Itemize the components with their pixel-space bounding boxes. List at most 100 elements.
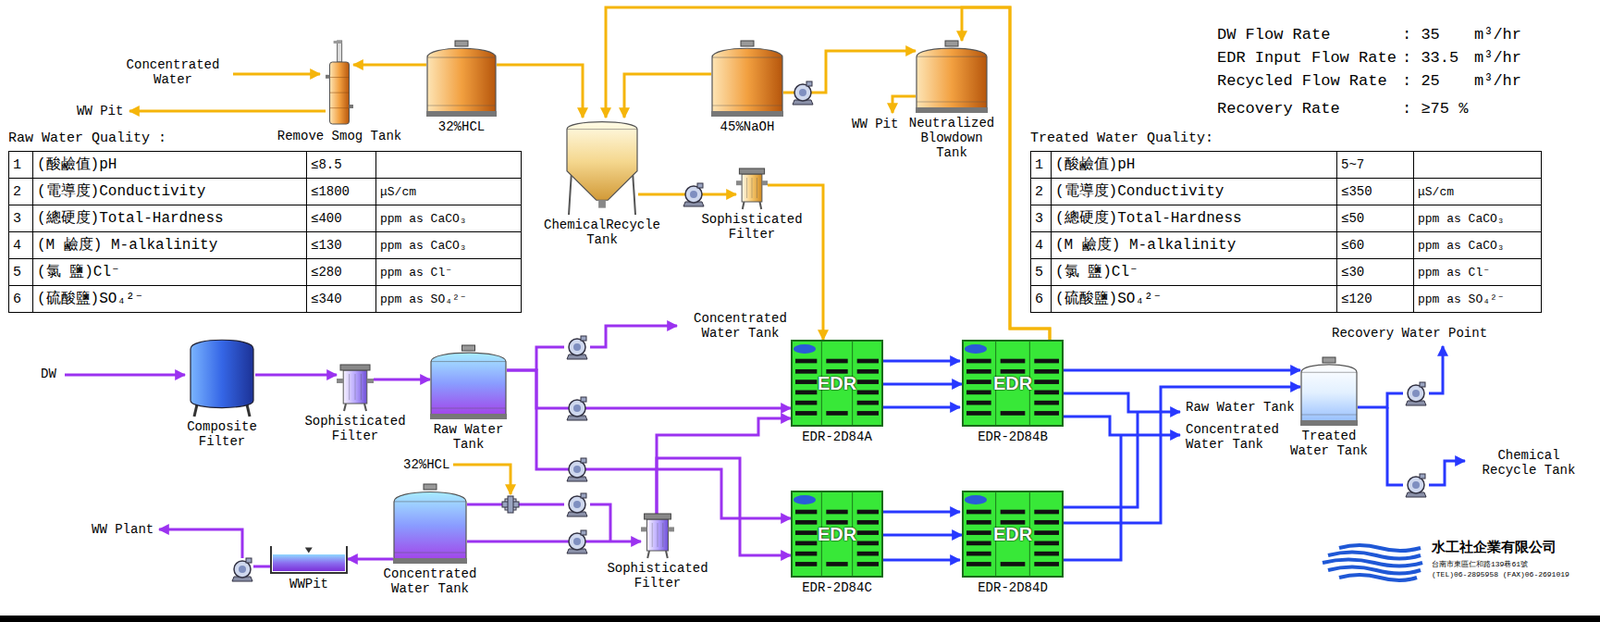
- equipment-label: EDR-2D84A: [786, 429, 888, 444]
- pipe-connector: [883, 533, 962, 537]
- equipment-label: Sophisticated Filter: [696, 211, 808, 242]
- annotation: WW Pit: [76, 103, 124, 119]
- table-cell: (氯 鹽)Cl⁻: [32, 258, 308, 286]
- table-cell: (氯 鹽)Cl⁻: [1050, 258, 1338, 286]
- table-cell: ppm as Cl⁻: [375, 258, 522, 286]
- table-text: (氯 鹽)Cl⁻: [1051, 263, 1139, 281]
- table-text: ≤400: [307, 210, 343, 226]
- wastewater-pit-outline: [270, 545, 348, 574]
- table-text: 1: [1031, 157, 1044, 173]
- table-text: ppm as Cl⁻: [1414, 265, 1490, 280]
- equipment-label: 32%HCL: [424, 119, 499, 135]
- annotation: DW Flow Rate: [1217, 25, 1330, 45]
- table-cell: 6: [8, 284, 34, 313]
- equipment-label: 45%NaOH: [705, 119, 789, 135]
- pipe-connector: [883, 382, 962, 386]
- table-text: ppm as SO₄²⁻: [1414, 292, 1505, 307]
- wastewater-pit: WWPit: [270, 545, 348, 574]
- annotation: DW: [40, 366, 57, 382]
- table-text: 4: [1031, 237, 1044, 254]
- table-cell: ≤50: [1336, 204, 1415, 233]
- pipe-connector: [656, 418, 791, 514]
- annotation: : 35: [1402, 25, 1440, 45]
- pump: [683, 183, 704, 207]
- table-cell: 1: [8, 150, 34, 179]
- pump: [566, 529, 588, 554]
- pipe-connector: [506, 369, 791, 518]
- table-text: (硫酸鹽)SO₄²⁻: [1051, 290, 1162, 308]
- table-text: ≤8.5: [307, 157, 343, 173]
- table-text: (氯 鹽)Cl⁻: [33, 263, 121, 281]
- table-cell: ≤130: [306, 231, 377, 259]
- table-cell: (酸鹼值)pH: [1050, 150, 1338, 179]
- equipment-label: EDR-2D84D: [961, 579, 1064, 595]
- table-cell: (M 鹼度) M-alkalinity: [32, 231, 308, 259]
- equipment-label: EDR-2D84B: [961, 429, 1064, 444]
- table-text: ppm as CaCO₃: [376, 238, 468, 253]
- pipe-connector: [353, 63, 427, 67]
- table-cell: [375, 150, 522, 179]
- stack-name: EDR: [790, 522, 884, 545]
- table-cell: (M 鹼度) M-alkalinity: [1050, 231, 1338, 259]
- table-text: (總硬度)Total-Hardness: [1051, 209, 1243, 227]
- table-cell: ≤400: [306, 204, 377, 233]
- annotation: 32%HCL: [403, 456, 450, 472]
- cartridge-filter-outline: [336, 364, 374, 411]
- edr-stack: EDREDR-2D84D: [961, 490, 1064, 578]
- table-cell: ≤120: [1336, 284, 1415, 313]
- bottom-bar: [0, 615, 1600, 622]
- cartridge-filter: Sophisticated Filter: [336, 364, 374, 411]
- equipment-label: Treated Water Tank: [1282, 428, 1376, 458]
- table-cell: 1: [1030, 150, 1052, 179]
- table-cell: 2: [1030, 177, 1052, 206]
- smog-tank: Remove Smog Tank: [325, 40, 354, 126]
- annotation: Concentrated Water Tank: [682, 310, 799, 341]
- stack-name: EDR: [961, 371, 1064, 394]
- table-cell: ppm as SO₄²⁻: [375, 284, 522, 313]
- table-cell: μS/cm: [1413, 177, 1542, 206]
- table-cell: 3: [8, 204, 34, 233]
- equipment-label: Composite Filter: [175, 418, 269, 449]
- equipment-label: Sophisticated Filter: [602, 560, 714, 591]
- recycle-tank: ChemicalRecycle Tank: [566, 117, 639, 215]
- annotation: m³/hr: [1474, 25, 1522, 45]
- recycle-tank-outline: [566, 117, 639, 215]
- annotation: Chemical Recycle Tank: [1468, 447, 1589, 478]
- pump: [232, 557, 253, 581]
- chemical-tank-outline: [711, 40, 784, 117]
- cartridge-filter-outline: [640, 513, 675, 558]
- table-text: ≤50: [1337, 210, 1365, 226]
- table-text: ppm as Cl⁻: [376, 265, 453, 280]
- water-line: [64, 325, 677, 567]
- table-cell: ≤30: [1336, 258, 1415, 286]
- composite-filter-outline: [188, 336, 256, 417]
- table-text: ppm as CaCO₃: [376, 211, 468, 226]
- water-tank-outline: [1300, 356, 1358, 426]
- table-cell: μS/cm: [375, 177, 522, 206]
- pipe-connector: [1063, 386, 1301, 523]
- table-cell: ppm as CaCO₃: [375, 231, 522, 259]
- table-text: 2: [1031, 184, 1044, 200]
- table-cell: 4: [1030, 231, 1052, 259]
- pipe-connector: [347, 557, 394, 561]
- table-cell: ≤350: [1336, 177, 1415, 206]
- pump: [1405, 473, 1427, 497]
- table-cell: 4: [8, 231, 34, 259]
- table-text: ≤1800: [307, 184, 350, 199]
- table-cell: ≤1800: [306, 177, 377, 206]
- pipe-connector: [496, 64, 583, 118]
- blowdown-tank-outline: [915, 40, 988, 113]
- table-cell: ≤60: [1336, 231, 1415, 259]
- table-text: (M 鹼度) M-alkalinity: [33, 236, 218, 254]
- table-text: ≤30: [1337, 264, 1365, 280]
- water-tank: Concentrated Water Tank: [393, 483, 468, 564]
- equipment-label: Raw Water Tank: [427, 421, 511, 452]
- edr-stack: EDREDR-2D84C: [790, 490, 884, 578]
- table-cell: (總硬度)Total-Hardness: [32, 204, 308, 233]
- table-text: μS/cm: [1414, 184, 1454, 199]
- annotation: Recovery Rate: [1217, 99, 1341, 119]
- table-cell: (硫酸鹽)SO₄²⁻: [1050, 284, 1338, 313]
- annotation: 台南市東區仁和路139巷61號: [1431, 559, 1528, 568]
- table-text: (酸鹼值)pH: [33, 156, 117, 173]
